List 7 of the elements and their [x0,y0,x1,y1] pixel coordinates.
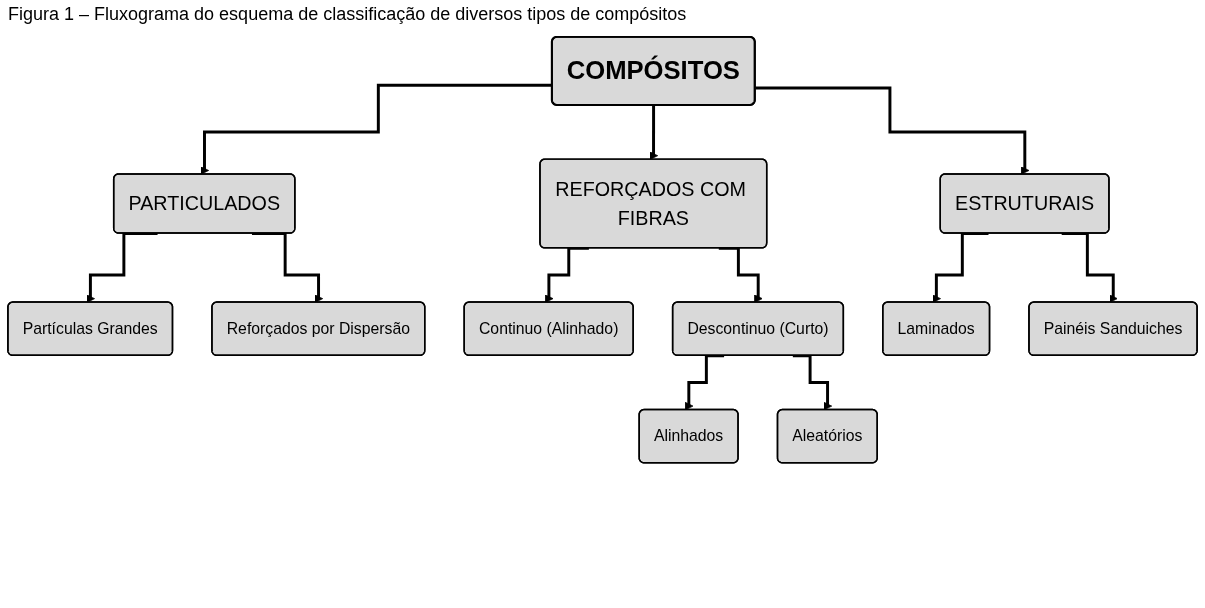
figure-title: Figura 1 – Fluxograma do esquema de classificação de diversos tipos de compósitos [7,3,688,26]
arrow [718,246,763,303]
arrow [544,246,589,303]
arrow [684,354,725,411]
arrow [755,86,1030,175]
arrow [792,354,833,411]
arrow [649,103,659,160]
